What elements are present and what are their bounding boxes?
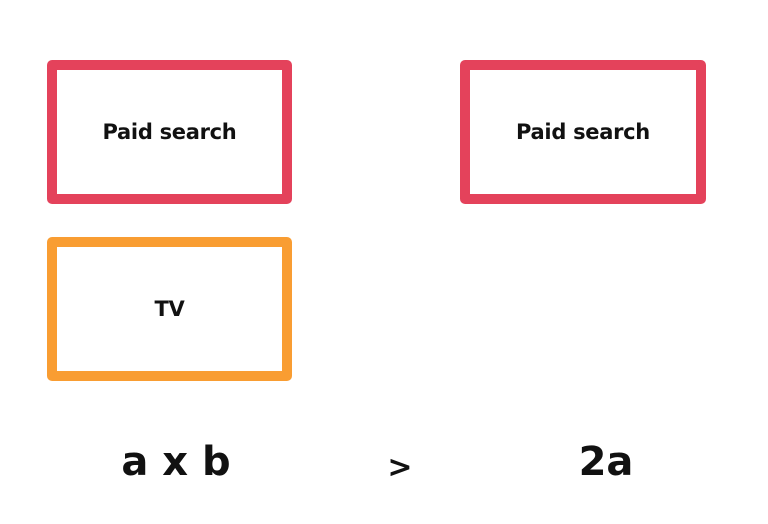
paid-search-box-left: Paid search xyxy=(47,60,292,204)
paid-search-box-right: Paid search xyxy=(460,60,706,204)
tv-label: TV xyxy=(154,297,185,321)
tv-box: TV xyxy=(47,237,292,381)
comparison-operator: > xyxy=(387,450,413,485)
paid-search-label-left: Paid search xyxy=(102,120,237,144)
left-expression: a x b xyxy=(121,439,231,485)
right-expression: 2a xyxy=(578,439,634,485)
paid-search-label-right: Paid search xyxy=(516,120,650,144)
